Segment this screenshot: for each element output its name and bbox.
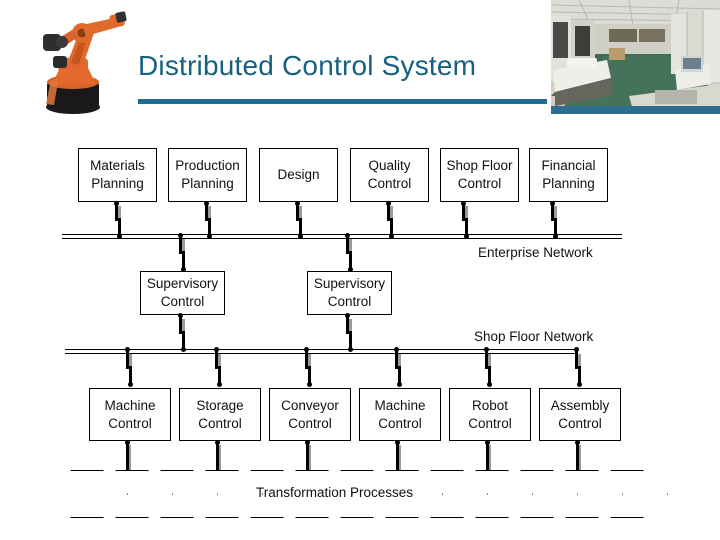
box-machine-control-2[interactable]: Machine Control (359, 388, 441, 441)
box-supervisory-control-1[interactable]: Supervisory Control (140, 271, 225, 315)
box-line-1: Shop Floor (446, 158, 513, 174)
box-line-1: Conveyor (281, 397, 339, 413)
connector-storage-control-to-processes (215, 440, 225, 477)
transformation-processes-band: Transformation Processes (70, 470, 673, 525)
connector-assembly-control-to-processes (575, 440, 585, 477)
box-robot-control[interactable]: Robot Control (449, 388, 531, 441)
process-chevron (520, 470, 583, 523)
connector-machine-control-2-to-processes (395, 440, 405, 477)
process-chevron (160, 470, 223, 523)
process-chevron (610, 470, 673, 523)
box-line-2: Control (378, 415, 422, 431)
box-line-2: Control (198, 415, 242, 431)
box-line-1: Materials (90, 158, 145, 174)
process-chevron (115, 470, 178, 523)
process-chevron (385, 470, 448, 523)
box-quality-control[interactable]: Quality Control (350, 148, 429, 202)
box-materials-planning[interactable]: Materials Planning (78, 148, 157, 202)
box-conveyor-control[interactable]: Conveyor Control (269, 388, 351, 441)
connector-design-to-enterprise-bus (295, 201, 309, 239)
enterprise-network-label: Enterprise Network (478, 245, 593, 260)
connector-supervisory-2-to-shopfloor-bus (345, 313, 359, 352)
box-line-1: Financial (541, 158, 596, 174)
factory-floor-photo (551, 0, 720, 110)
box-line-1: Design (277, 167, 320, 183)
transformation-processes-label: Transformation Processes (256, 485, 414, 500)
box-line-2: Control (468, 415, 512, 431)
connector-shopfloor-bus-to-machine-control-2 (394, 347, 408, 387)
connector-shop-floor-control-to-enterprise-bus (461, 201, 475, 239)
box-line-2: Control (558, 415, 602, 431)
connector-financial-to-enterprise-bus (550, 201, 564, 239)
connector-quality-to-enterprise-bus (386, 201, 400, 239)
box-line-2: Planning (181, 176, 234, 191)
connector-conveyor-control-to-processes (305, 440, 315, 477)
box-line-1: Storage (196, 397, 244, 413)
connector-shopfloor-bus-to-assembly-control (574, 347, 588, 387)
shop-floor-network-label: Shop Floor Network (474, 329, 594, 344)
enterprise-network-bus (62, 234, 622, 239)
box-line-1: Supervisory (146, 276, 219, 292)
process-chevron (475, 470, 538, 523)
box-line-1: Supervisory (313, 276, 386, 292)
box-line-1: Machine (374, 397, 426, 413)
box-shop-floor-control[interactable]: Shop Floor Control (440, 148, 519, 202)
connector-enterprise-bus-to-supervisory-1 (178, 233, 192, 272)
box-line-2: Control (327, 294, 372, 309)
process-chevron (70, 470, 133, 523)
box-machine-control-1[interactable]: Machine Control (89, 388, 171, 441)
box-financial-planning[interactable]: Financial Planning (529, 148, 608, 202)
box-line-1: Machine (104, 397, 156, 413)
box-line-1: Production (175, 158, 240, 174)
box-assembly-control[interactable]: Assembly Control (539, 388, 621, 441)
connector-shopfloor-bus-to-storage-control (214, 347, 228, 387)
box-line-2: Control (367, 176, 412, 191)
connector-shopfloor-bus-to-robot-control (484, 347, 498, 387)
box-line-1: Assembly (550, 397, 610, 413)
box-design[interactable]: Design (259, 148, 338, 202)
box-line-2: Planning (91, 176, 144, 191)
box-line-2: Control (457, 176, 502, 191)
box-line-1: Robot (471, 397, 509, 413)
photo-accent-bar (551, 106, 720, 114)
connector-robot-control-to-processes (485, 440, 495, 477)
connector-enterprise-bus-to-supervisory-2 (345, 233, 359, 272)
connector-shopfloor-bus-to-machine-control-1 (125, 347, 139, 387)
box-production-planning[interactable]: Production Planning (168, 148, 247, 202)
shop-floor-network-bus (65, 349, 578, 354)
title-underline-rule (138, 99, 547, 104)
connector-shopfloor-bus-to-conveyor-control (304, 347, 318, 387)
connector-supervisory-1-to-shopfloor-bus (178, 313, 192, 352)
process-chevron-body (70, 470, 128, 518)
connector-machine-control-1-to-processes (125, 440, 135, 477)
box-line-2: Control (288, 415, 332, 431)
box-line-2: Control (108, 415, 152, 431)
connector-production-to-enterprise-bus (204, 201, 218, 239)
box-line-1: Quality (368, 158, 411, 174)
box-line-2: Planning (542, 176, 595, 191)
page-title: Distributed Control System (138, 50, 477, 81)
process-chevron (250, 470, 313, 523)
connector-materials-to-enterprise-bus (114, 201, 128, 239)
process-chevron (340, 470, 403, 523)
box-supervisory-control-2[interactable]: Supervisory Control (307, 271, 392, 315)
box-storage-control[interactable]: Storage Control (179, 388, 261, 441)
industrial-robot-arm-photo (43, 11, 127, 114)
box-line-2: Control (160, 294, 205, 309)
